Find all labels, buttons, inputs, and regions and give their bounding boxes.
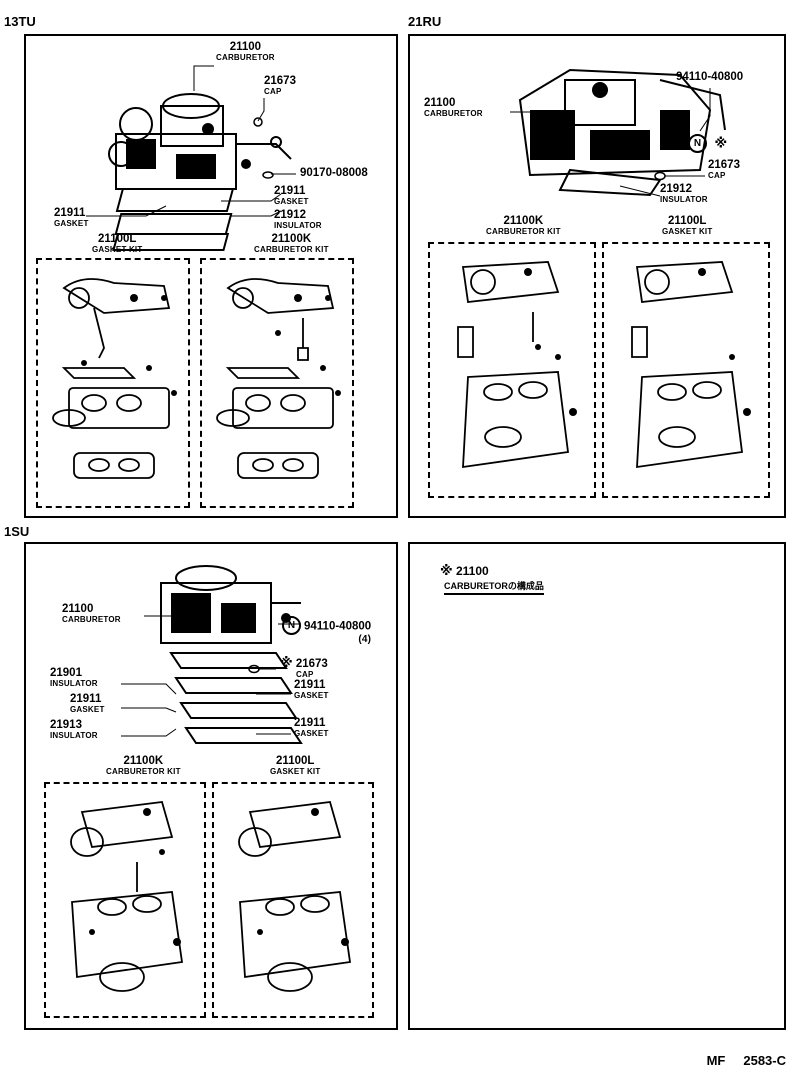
label-carburetor-kit-13tu: 21100K CARBURETOR KIT [254,233,329,254]
carburetor-assembly-drawing-21ru [510,50,740,200]
leader-lines-1su [26,544,400,1032]
panel-legend: ※ 21100 CARBURETORの構成品 [408,542,786,1030]
label-bolt-13tu: 90170-08008 [300,167,368,179]
carburetor-kit-parts-drawing-13tu [208,268,341,498]
leader-lines-21ru [410,36,788,520]
panel-21ru: 21100 CARBURETOR 94110-40800 N ※ 21673 C… [408,34,786,518]
reference-prefix: MF [706,1053,726,1068]
label-gasket-1su-right-bottom: 21911 GASKET [294,717,329,738]
carburetor-kit-parts-drawing-21ru [438,252,577,488]
section-title-1su: 1SU [4,524,30,539]
reference-number: 2583-C [743,1053,786,1068]
label-carburetor-13tu: 21100 CARBURETOR [216,41,275,62]
label-cap-1su: ※ 21673 CAP [280,655,328,679]
label-cap-13tu: 21673 CAP [264,75,296,96]
section-title-21ru: 21RU [408,14,442,29]
drawing-reference: MF 2583-C [689,1053,786,1068]
label-gasket-1su-right-top: 21911 GASKET [294,679,329,700]
gasket-kit-parts-drawing-1su [220,792,368,1010]
asterisk-mark-icon: ※ [280,655,293,670]
asterisk-mark-icon: ※ [440,563,453,578]
kit-box-carburetor-21ru [428,242,596,498]
label-gasket-kit-1su: 21100L GASKET KIT [270,755,321,776]
label-gasket-kit-21ru: 21100L GASKET KIT [662,215,713,236]
label-insulator-21ru: 21912 INSULATOR [660,183,708,204]
label-insulator-13tu: 21912 INSULATOR [274,209,322,230]
legend-note: ※ 21100 CARBURETORの構成品 [440,564,544,595]
kit-box-carburetor-1su [44,782,206,1018]
carburetor-kit-parts-drawing-1su [52,792,200,1010]
label-carburetor-kit-21ru: 21100K CARBURETOR KIT [486,215,561,236]
kit-box-carburetor-13tu [200,258,354,508]
label-carburetor-21ru: 21100 CARBURETOR [424,97,483,118]
n-mark-icon: N [688,134,707,153]
section-title-13tu: 13TU [4,14,36,29]
gasket-kit-parts-drawing-21ru [612,252,751,488]
label-cap-21ru: 21673 CAP [708,159,740,180]
label-insulator-21901: 21901 INSULATOR [50,667,98,688]
kit-box-gasket-21ru [602,242,770,498]
asterisk-mark-icon: ※ [714,135,728,151]
carburetor-assembly-drawing-13tu [96,84,296,254]
gasket-kit-parts-drawing-13tu [44,268,177,498]
label-carburetor-1su: 21100 CARBURETOR [62,603,121,624]
label-sensor-21ru: 94110-40800 [676,71,744,83]
label-gasket-kit-13tu: 21100L GASKET KIT [92,233,143,254]
label-gasket-1su-left: 21911 GASKET [70,693,105,714]
leader-lines-13tu [26,36,400,520]
kit-box-gasket-13tu [36,258,190,508]
panel-13tu: 21100 CARBURETOR 21673 CAP 90170-08008 2… [24,34,398,518]
label-carburetor-kit-1su: 21100K CARBURETOR KIT [106,755,181,776]
label-gasket-left-13tu: 21911 GASKET [54,207,89,228]
label-gasket-right-13tu: 21911 GASKET [274,185,309,206]
kit-box-gasket-1su [212,782,374,1018]
label-insulator-21913: 21913 INSULATOR [50,719,98,740]
n-mark-icon: N [282,616,301,635]
label-nut-mark-21ru: N ※ [688,134,727,153]
